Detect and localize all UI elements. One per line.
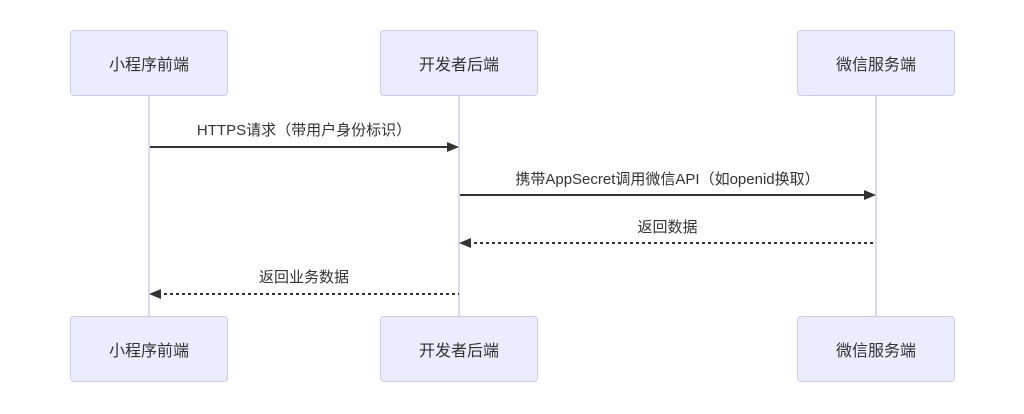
message-line-return-data: [468, 242, 876, 244]
actor-label: 开发者后端: [418, 57, 499, 74]
lifeline-wechat-server: [875, 95, 877, 316]
message-label-return-business-data: 返回业务数据: [258, 269, 349, 286]
actor-top-developer-backend: 开发者后端: [380, 30, 538, 96]
arrowhead-left-icon: [149, 289, 161, 299]
message-line-appsecret-api-call: [460, 194, 867, 196]
actor-label: 开发者后端: [418, 343, 499, 360]
message-line-return-business-data: [158, 293, 459, 295]
actor-bottom-developer-backend: 开发者后端: [380, 316, 538, 382]
actor-bottom-wechat-server: 微信服务端: [797, 316, 955, 382]
actor-top-wechat-server: 微信服务端: [797, 30, 955, 96]
actor-label: 小程序前端: [108, 343, 189, 360]
actor-label: 小程序前端: [108, 57, 189, 74]
message-label-https-request: HTTPS请求（带用户身份标识）: [196, 122, 412, 139]
arrowhead-left-icon: [459, 238, 471, 248]
actor-label: 微信服务端: [835, 343, 916, 360]
lifeline-miniprogram-frontend: [148, 95, 150, 316]
message-label-return-data: 返回数据: [637, 219, 698, 236]
message-label-appsecret-api-call: 携带AppSecret调用微信API（如openid换取）: [515, 171, 820, 188]
message-line-https-request: [150, 146, 450, 148]
actor-top-miniprogram-frontend: 小程序前端: [70, 30, 228, 96]
lifeline-developer-backend: [458, 95, 460, 316]
arrowhead-right-icon: [447, 142, 459, 152]
arrowhead-right-icon: [864, 190, 876, 200]
actor-label: 微信服务端: [835, 57, 916, 74]
actor-bottom-miniprogram-frontend: 小程序前端: [70, 316, 228, 382]
